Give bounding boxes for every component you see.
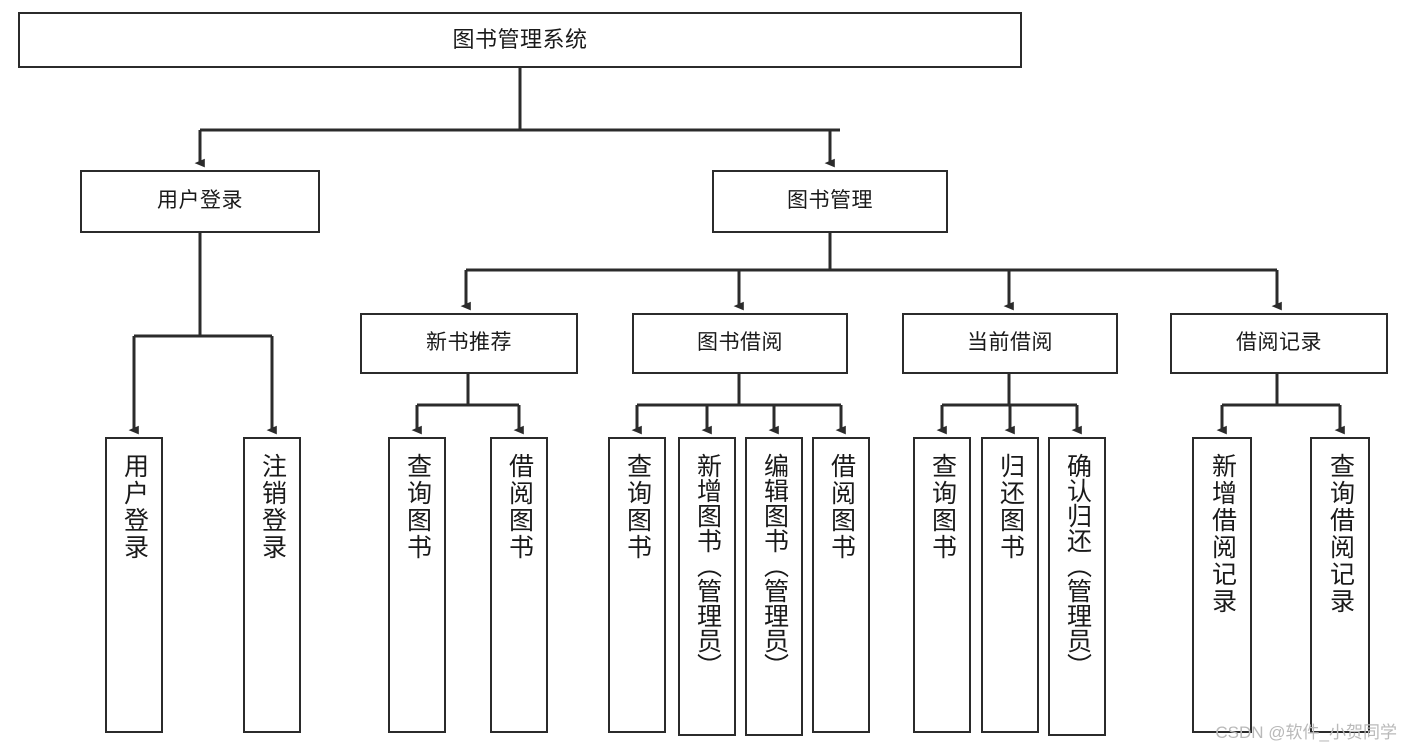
node-book-borrow[interactable]: 图书借阅: [632, 313, 848, 374]
node-user-login[interactable]: 用户登录: [80, 170, 320, 233]
node-label: 借阅图书: [827, 453, 856, 561]
node-label: 查询图书: [403, 453, 432, 561]
node-label: 借阅记录: [1236, 331, 1322, 355]
node-current-borrow[interactable]: 当前借阅: [902, 313, 1118, 374]
node-label: 用户登录: [120, 453, 149, 561]
node-label: 查询借阅记录: [1326, 453, 1355, 615]
node-label: 新书推荐: [426, 331, 512, 355]
leaf-add-borrow-record[interactable]: 新增借阅记录: [1192, 437, 1252, 733]
leaf-return-book[interactable]: 归还图书: [981, 437, 1039, 733]
leaf-query-book-current[interactable]: 查询图书: [913, 437, 971, 733]
node-label: 新增图书（管理员）: [693, 453, 722, 678]
leaf-query-book-recommend[interactable]: 查询图书: [388, 437, 446, 733]
node-label: 查询图书: [928, 453, 957, 561]
leaf-user-login[interactable]: 用户登录: [105, 437, 163, 733]
leaf-query-book-borrow[interactable]: 查询图书: [608, 437, 666, 733]
node-label: 图书借阅: [697, 331, 783, 355]
node-book-management[interactable]: 图书管理: [712, 170, 948, 233]
node-borrow-record[interactable]: 借阅记录: [1170, 313, 1388, 374]
node-label: 注销登录: [258, 453, 287, 561]
node-label: 查询图书: [623, 453, 652, 561]
leaf-borrow-book[interactable]: 借阅图书: [812, 437, 870, 733]
node-label: 归还图书: [996, 453, 1025, 561]
leaf-edit-book[interactable]: 编辑图书（管理员）: [745, 437, 803, 736]
leaf-confirm-return[interactable]: 确认归还（管理员）: [1048, 437, 1106, 736]
node-label: 图书管理: [787, 189, 873, 213]
node-new-book-recommend[interactable]: 新书推荐: [360, 313, 578, 374]
leaf-logout-login[interactable]: 注销登录: [243, 437, 301, 733]
node-label: 借阅图书: [505, 453, 534, 561]
leaf-borrow-book-recommend[interactable]: 借阅图书: [490, 437, 548, 733]
csdn-watermark: CSDN @软件_小贺同学: [1215, 723, 1397, 742]
node-label: 编辑图书（管理员）: [760, 453, 789, 678]
leaf-query-borrow-record[interactable]: 查询借阅记录: [1310, 437, 1370, 733]
node-label: 用户登录: [157, 189, 243, 213]
node-label: 确认归还（管理员）: [1063, 453, 1092, 678]
node-label: 图书管理系统: [452, 27, 588, 53]
node-label: 当前借阅: [967, 331, 1053, 355]
node-label: 新增借阅记录: [1208, 453, 1237, 615]
node-root-system[interactable]: 图书管理系统: [18, 12, 1022, 68]
leaf-add-book[interactable]: 新增图书（管理员）: [678, 437, 736, 736]
